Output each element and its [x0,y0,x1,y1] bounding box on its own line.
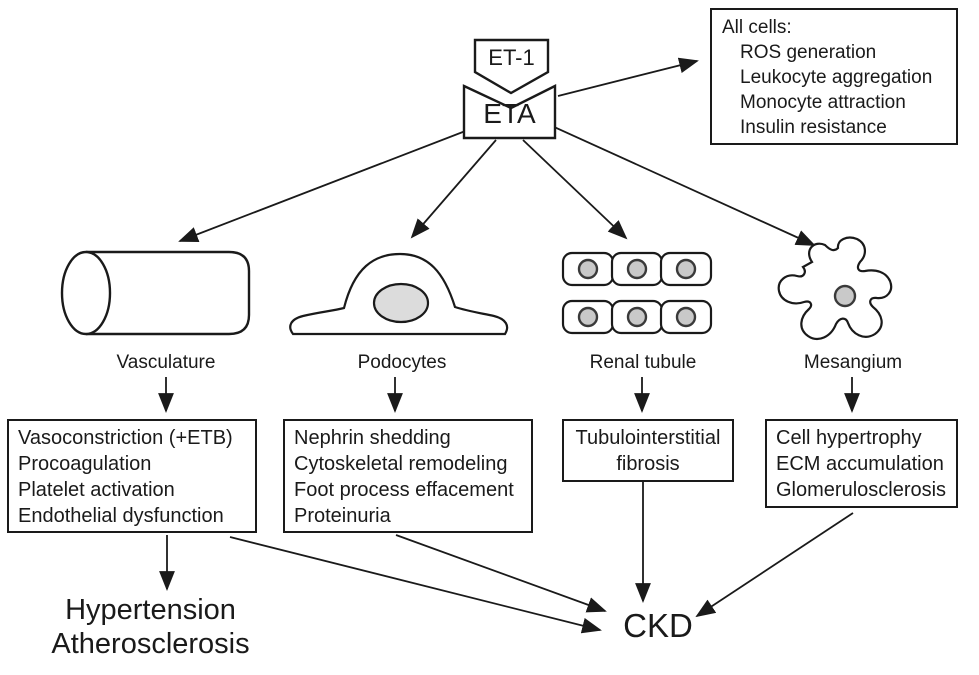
ckd-outcome-text: CKD [623,607,693,644]
outcome-line-hypertension: Hypertension [65,594,236,626]
tissue-label-podocytes: Podocytes [357,352,447,373]
tubule-epithelial-cells-icon [561,251,713,335]
effect-line: Foot process effacement [294,479,514,501]
arrow-eta-to-all-cells [557,57,699,97]
effect-line: ECM accumulation [776,453,944,475]
effect-line: Platelet activation [18,479,175,501]
effect-line: Cell hypertrophy [776,427,922,449]
tissue-label-mesangium: Mesangium [803,352,903,373]
all-cells-item: Leukocyte aggregation [740,67,933,88]
arrow-vascular-effects-to-ckd [229,536,602,634]
arrow-mesangial-effects-to-ckd [695,512,854,618]
arrow-group [158,57,860,634]
all-cells-item: Insulin resistance [740,117,887,138]
arrow-eta-to-vasculature [178,129,469,242]
arrow-eta-to-mesangium [551,125,816,246]
effect-line: Vasoconstriction (+ETB) [18,427,233,449]
arrow-eta-to-podocytes [410,139,497,239]
arrow-podocyte-effects-to-ckd [395,534,607,613]
all-cells-item: ROS generation [740,42,877,63]
et1-ligand-label: ET-1 [488,45,535,70]
effect-line: Nephrin shedding [294,427,451,449]
all-cells-item: Monocyte attraction [740,92,906,113]
all-cells-title: All cells: [722,17,792,38]
eta-receptor-label: ETA [483,98,536,129]
all-cells-effects-box: All cells: ROS generation Leukocyte aggr… [710,8,958,145]
effect-line: Endothelial dysfunction [18,505,224,527]
effect-line: Procoagulation [18,453,152,475]
podocyte-nucleus [372,282,430,324]
podocytes-effects-box: Nephrin shedding Cytoskeletal remodeling… [283,419,533,533]
mesangial-cell-icon [777,236,893,341]
renal-tubule-effects-box: Tubulointerstitial fibrosis [562,419,734,482]
eta-receptor-shape [462,84,557,140]
blood-vessel-cylinder-icon [60,250,251,336]
arrow-eta-to-renal-tubule [522,139,628,240]
vasculature-effects-box: Vasoconstriction (+ETB) Procoagulation P… [7,419,257,533]
mesangial-nucleus [833,284,857,308]
effect-line: Proteinuria [294,505,391,527]
podocyte-cell-icon [289,252,509,336]
tubule-cell-nuclei [577,258,697,328]
outcome-line-atherosclerosis: Atherosclerosis [51,628,250,660]
effect-line: fibrosis [616,453,680,475]
tissue-label-renal-tubule: Renal tubule [589,352,697,373]
tissue-label-vasculature: Vasculature [116,352,216,373]
effect-line: Cytoskeletal remodeling [294,453,508,475]
mesangium-effects-box: Cell hypertrophy ECM accumulation Glomer… [765,419,958,508]
vascular-outcome-text: Hypertension Atherosclerosis [33,593,268,661]
effect-line: Tubulointerstitial [575,427,721,449]
effect-line: Glomerulosclerosis [776,479,947,501]
et1-ligand-shape [473,38,550,95]
